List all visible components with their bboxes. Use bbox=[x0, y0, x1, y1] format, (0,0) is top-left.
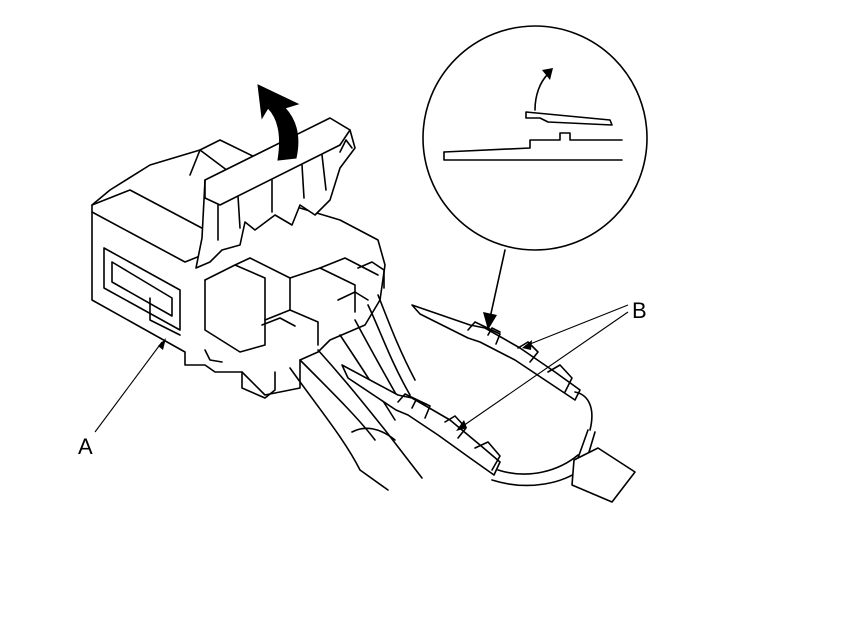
detail-magnifier bbox=[422, 25, 648, 251]
lift-arrow-icon bbox=[257, 84, 300, 161]
label-b: B bbox=[632, 298, 647, 323]
callout-b: B bbox=[456, 298, 647, 431]
magnifier-pointer bbox=[483, 249, 506, 330]
test-probe-upper bbox=[411, 304, 593, 431]
callout-a: A bbox=[78, 338, 166, 459]
connector-housing bbox=[91, 139, 386, 399]
label-a: A bbox=[78, 434, 93, 459]
lock-lever bbox=[195, 117, 356, 269]
test-probe-lower bbox=[341, 364, 581, 487]
test-lead-cable bbox=[571, 429, 636, 503]
wire-bundle bbox=[289, 294, 423, 491]
